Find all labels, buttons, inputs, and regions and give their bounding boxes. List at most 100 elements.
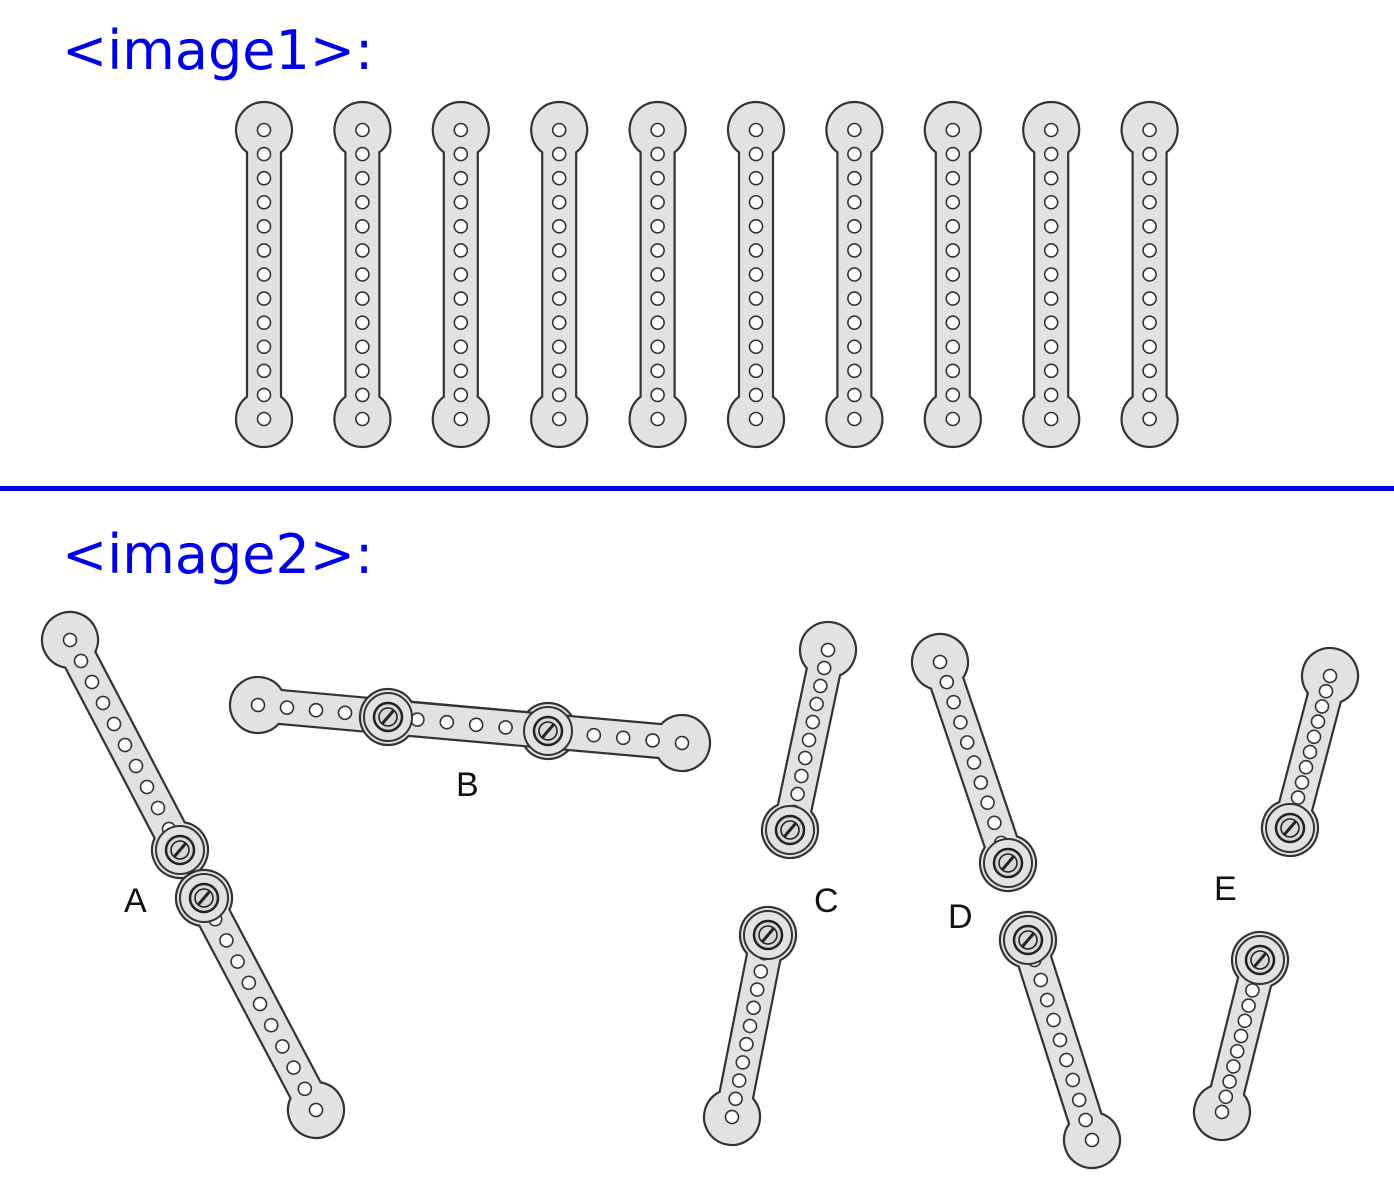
panel-1-strip-hole xyxy=(847,122,862,138)
panel-1-strip-hole xyxy=(551,363,567,379)
panel-1-strip-hole xyxy=(650,267,665,282)
assembly-d-bolt xyxy=(1003,915,1053,965)
panel-1-strip xyxy=(1120,100,1179,449)
panel-1-strip-hole xyxy=(453,411,469,427)
panel-1-strip-hole xyxy=(551,122,567,138)
assembly-d-strip-2-hole xyxy=(1084,1132,1100,1148)
assembly-d-bolt-ring xyxy=(998,853,1018,873)
assembly-d-bolt xyxy=(983,838,1033,888)
assembly-b-bolt-slot xyxy=(540,723,556,739)
panel-1-strip-hole xyxy=(945,363,961,379)
panel-1-strip-hole xyxy=(453,291,469,306)
assembly-a-strip-2-hole xyxy=(263,1017,279,1033)
panel-1-strip xyxy=(234,100,294,449)
assembly-d-strip-2-hole xyxy=(1039,992,1055,1008)
assembly-c-strip-2-hole xyxy=(746,1000,761,1016)
assembly-b-strip-2-hole xyxy=(468,717,484,733)
panel-2-label: <image2>: xyxy=(62,523,374,586)
assembly-b-bolt xyxy=(363,692,413,742)
panel-1-strip-hole xyxy=(256,291,272,306)
assembly-b-strip-2-hole xyxy=(439,714,455,730)
assembly-e-strip-1-hole xyxy=(1298,759,1314,775)
assembly-c-strip-1-hole xyxy=(794,768,809,784)
panel-2-bolts xyxy=(155,692,1315,985)
assembly-e-bolt-slot xyxy=(1282,820,1298,836)
panel-1-strip-hole xyxy=(847,267,862,282)
panel-1-strip-hole xyxy=(551,291,567,306)
assembly-a-strip-2-hole xyxy=(308,1102,324,1118)
panel-1-strip-hole xyxy=(256,194,272,210)
panel-1-strip-hole xyxy=(945,339,961,355)
panel-1-strip-hole xyxy=(945,122,961,138)
panel-1-strip-hole xyxy=(355,170,370,186)
panel-1-strip xyxy=(333,100,392,449)
assembly-b-strip-2-hole xyxy=(498,720,513,735)
assembly-c-strip-2-hole xyxy=(753,964,769,979)
assembly-e-strip-2-hole xyxy=(1218,1089,1234,1105)
panel-1-strip-hole xyxy=(256,243,272,258)
panel-1-strip-hole xyxy=(1142,339,1157,355)
assembly-c-strip-1-hole xyxy=(813,678,828,694)
panel-1-strip-hole xyxy=(1142,194,1157,210)
assembly-d-bolt-ring xyxy=(1018,930,1038,950)
assembly-a-strip-2-hole xyxy=(230,954,245,969)
assembly-a-strip-1-hole xyxy=(95,695,111,711)
assembly-e-bolt xyxy=(1235,935,1285,985)
assembly-d-strip-2-hole xyxy=(1065,1072,1081,1088)
panel-1-strip-hole xyxy=(945,291,961,306)
panel-1-strip-hole xyxy=(847,170,862,186)
panel-1-strip-hole xyxy=(551,339,567,355)
panel-1-strip-hole xyxy=(945,315,961,330)
assembly-d-strip-2-hole xyxy=(1052,1032,1068,1048)
panel-1-strip-hole xyxy=(1142,387,1157,403)
assembly-d-strip-2-hole xyxy=(1033,972,1049,988)
panel-1-strip-hole xyxy=(256,267,272,282)
panel-1-strip-hole xyxy=(453,170,469,186)
assembly-c-strip-1-hole xyxy=(801,732,817,748)
panel-1-strip-hole xyxy=(256,387,272,403)
panel-1-strip-hole xyxy=(453,146,469,162)
assembly-b-bolt-slot xyxy=(380,709,396,725)
panel-1-strip xyxy=(726,100,786,449)
panel-1-strip xyxy=(1022,100,1081,449)
panel-1-strip-hole xyxy=(355,194,370,210)
panel-1-strip-hole xyxy=(847,387,862,403)
panel-1-strip-hole xyxy=(1142,267,1157,282)
assembly-a-strip-2-hole xyxy=(241,975,257,991)
panel-1-strip-hole xyxy=(650,219,665,234)
panel-1-strip-hole xyxy=(1043,363,1059,379)
panel-divider xyxy=(0,486,1394,491)
panel-1-strip-hole xyxy=(1142,315,1157,330)
panel-1-strip-hole xyxy=(1043,411,1059,427)
panel-1-strip-hole xyxy=(847,243,862,258)
panel-1-strip-hole xyxy=(1142,363,1157,379)
panel-1-strip-hole xyxy=(748,267,764,282)
assembly-c-strip-2-hole xyxy=(724,1109,740,1125)
panel-1-strip-hole xyxy=(650,387,665,403)
assembly-label-c: C xyxy=(814,882,839,920)
assembly-a-strip-1-hole xyxy=(106,716,122,732)
assembly-d-strip-2-hole xyxy=(1059,1052,1074,1068)
panel-1-strip-hole xyxy=(453,363,469,379)
panel-1-strip-hole xyxy=(748,315,764,330)
panel-1-strip-hole xyxy=(1043,219,1059,234)
panel-1-strip-hole xyxy=(256,219,272,234)
assembly-d-strip-1-hole xyxy=(946,694,961,710)
assembly-a-strip-1 xyxy=(40,610,210,880)
panel-1-strip-hole xyxy=(847,411,862,427)
assembly-d-strip-1-hole xyxy=(987,815,1002,831)
panel-1-strip-hole xyxy=(355,363,370,379)
panel-1-strip-hole xyxy=(355,219,370,234)
panel-1-strip-hole xyxy=(355,146,370,162)
assembly-e-strip-1-hole xyxy=(1318,683,1334,699)
panel-1-strip xyxy=(825,100,884,449)
panel-1-strip-hole xyxy=(1043,387,1059,403)
panel-1-strip-hole xyxy=(748,122,764,138)
assembly-b-strip-2-hole xyxy=(615,730,631,746)
panel-1-strip-hole xyxy=(748,219,764,234)
panel-1-strip-hole xyxy=(355,339,370,355)
assembly-d-strip-1-hole xyxy=(953,714,968,730)
panel-1-strip-hole xyxy=(453,267,469,282)
assembly-a-strip-1-hole xyxy=(150,800,166,816)
